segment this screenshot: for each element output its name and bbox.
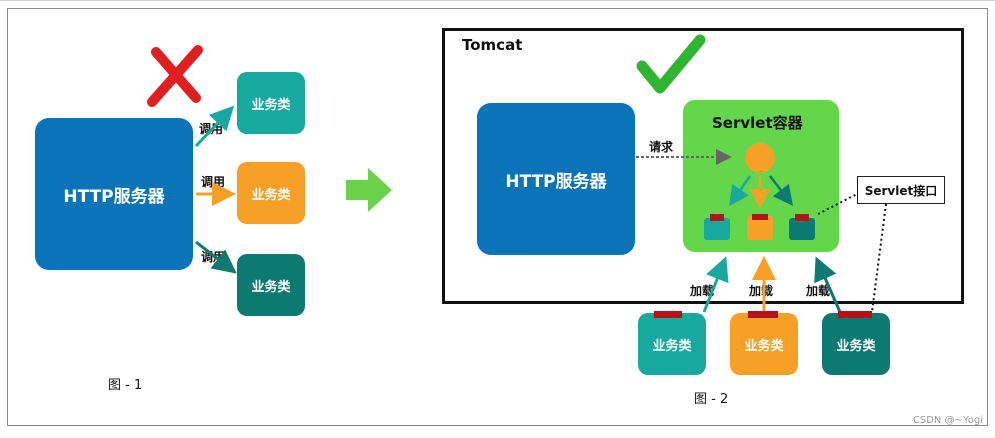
- right-biz-class-1: 业务类: [638, 313, 706, 375]
- tomcat-title: Tomcat: [462, 36, 523, 54]
- left-biz-class-2: 业务类: [237, 162, 305, 224]
- right-biz-class-3-label: 业务类: [836, 338, 876, 354]
- caption-figure-2: 图 - 2: [694, 392, 729, 407]
- servlet-arrow-left: [729, 175, 752, 207]
- servlet-interface-label: Servlet接口: [864, 183, 938, 198]
- right-http-server: HTTP服务器: [477, 103, 635, 255]
- right-biz-class-3: 业务类: [822, 313, 890, 375]
- left-http-server-label: HTTP服务器: [63, 186, 165, 207]
- servlet-instance-1: [704, 214, 730, 240]
- tomcat-container: [442, 28, 964, 304]
- biz-plug-2: [748, 311, 778, 318]
- watermark: CSDN @~Yogi: [912, 415, 983, 426]
- right-biz-class-1-label: 业务类: [652, 338, 692, 354]
- biz-plug-3: [838, 311, 872, 318]
- load-arrow-3: [814, 256, 842, 313]
- right-biz-class-2-label: 业务类: [744, 338, 784, 354]
- right-arrow-icon: [346, 168, 392, 212]
- servlet-arrow-right: [769, 175, 794, 206]
- left-call-arrow-1: [194, 105, 235, 148]
- caption-figure-1: 图 - 1: [108, 378, 143, 393]
- cross-icon: [147, 45, 203, 107]
- interface-connector-bottom: [871, 203, 887, 313]
- right-biz-class-2: 业务类: [730, 313, 798, 375]
- left-biz-class-2-label: 业务类: [251, 187, 291, 203]
- left-biz-class-3-label: 业务类: [251, 279, 291, 295]
- load-label-1: 加载: [690, 284, 715, 298]
- left-http-server: HTTP服务器: [35, 118, 193, 270]
- servlet-dispatcher-node: [745, 143, 775, 173]
- figure-frame: [7, 8, 988, 426]
- servlet-container-title: Servlet容器: [712, 114, 803, 132]
- biz-plug-1: [654, 311, 682, 318]
- request-label: 请求: [649, 140, 674, 154]
- left-biz-class-3: 业务类: [237, 254, 305, 316]
- servlet-instance-3: [789, 214, 815, 240]
- left-call-arrow-3: [195, 240, 237, 274]
- servlet-interface-box: Servlet接口: [857, 176, 945, 204]
- right-http-server-label: HTTP服务器: [505, 171, 607, 192]
- left-biz-class-1-label: 业务类: [251, 97, 291, 113]
- left-biz-class-1: 业务类: [237, 72, 305, 134]
- check-icon: [636, 34, 706, 94]
- load-label-2: 加载: [749, 284, 774, 298]
- load-label-3: 加载: [806, 284, 831, 298]
- top-rule: [0, 0, 995, 1]
- servlet-instance-2: [747, 214, 773, 240]
- load-arrow-1: [702, 256, 729, 313]
- interface-connector-top: [817, 193, 858, 215]
